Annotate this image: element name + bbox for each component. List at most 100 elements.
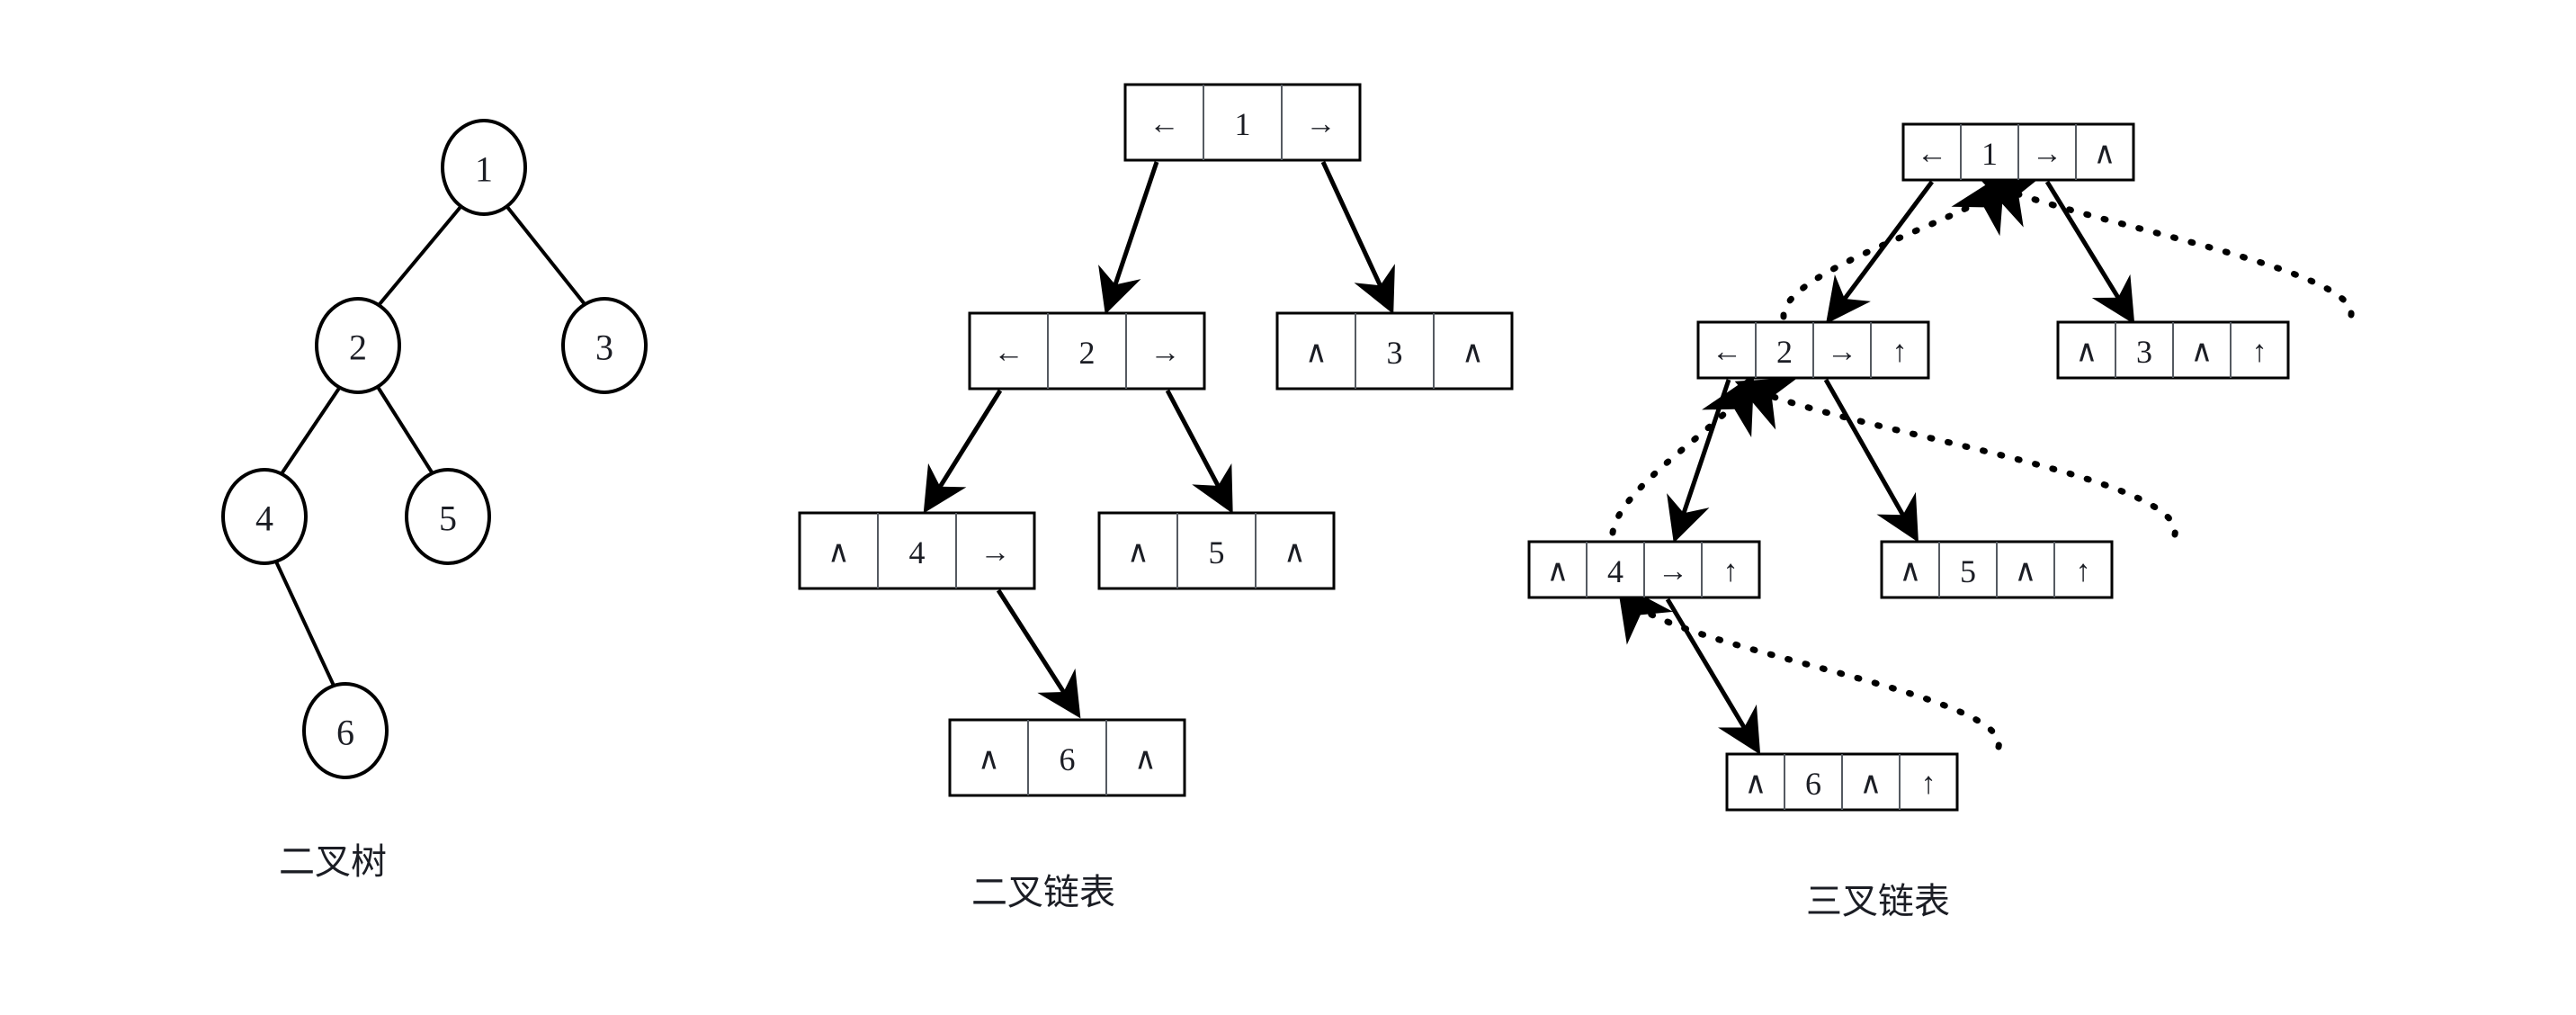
tree-node-circle bbox=[561, 297, 648, 394]
cell-left-pointer: ← bbox=[1149, 108, 1180, 141]
cell-left-pointer: ← bbox=[1917, 138, 1947, 171]
cell-data: 1 bbox=[1235, 106, 1251, 142]
tree-node-label: 5 bbox=[439, 499, 457, 539]
list-node-3[interactable]: ∧ 3 ∧ ↑ bbox=[2056, 320, 2290, 380]
cell-data: 3 bbox=[1387, 335, 1403, 371]
list-node-6[interactable]: ∧ 6 ∧ bbox=[948, 718, 1186, 797]
tree-node-5[interactable]: 5 bbox=[405, 468, 491, 565]
child-pointer-n1-left-to-n2 bbox=[1098, 161, 1159, 315]
panel-trinary-linked-list: ←1→∧←2→↑∧3∧↑∧4→↑∧5∧↑∧6∧↑三叉链表 bbox=[1527, 122, 2355, 921]
cell-right-pointer: ∧ bbox=[1134, 743, 1157, 777]
cell-left-pointer: ∧ bbox=[1305, 337, 1328, 370]
cell-left-pointer: ∧ bbox=[2076, 336, 2098, 369]
list-node-3[interactable]: ∧ 3 ∧ bbox=[1275, 311, 1514, 391]
tree-node-6[interactable]: 6 bbox=[302, 682, 389, 779]
child-pointer-t1-left-to-t2 bbox=[1826, 180, 1935, 325]
list-node-1[interactable]: ← 1 → bbox=[1123, 83, 1362, 162]
list-node-box bbox=[798, 511, 1036, 590]
tree-node-label: 4 bbox=[255, 499, 273, 539]
tree-node-label: 3 bbox=[595, 328, 613, 368]
cell-right-pointer: → bbox=[980, 536, 1011, 570]
list-node-box bbox=[948, 718, 1186, 797]
cell-data: 4 bbox=[909, 534, 926, 570]
cell-right-pointer: ∧ bbox=[1284, 536, 1306, 570]
cell-data: 3 bbox=[2136, 334, 2152, 370]
cell-data: 4 bbox=[1607, 553, 1623, 589]
list-node-1[interactable]: ←1→∧ bbox=[1901, 122, 2135, 182]
list-node-2[interactable]: ←2→↑ bbox=[1696, 320, 1930, 380]
list-node-4[interactable]: ∧ 4 → bbox=[798, 511, 1036, 590]
tree-node-circle bbox=[221, 468, 308, 565]
panel-caption-trinary-linked-list: 三叉链表 bbox=[1806, 882, 1950, 921]
list-node-2[interactable]: ← 2 → bbox=[968, 311, 1206, 391]
cell-right-pointer: → bbox=[1658, 555, 1688, 588]
list-node-box bbox=[1123, 83, 1362, 162]
tree-edge-4-6 bbox=[273, 559, 336, 688]
cell-right-pointer: ∧ bbox=[1860, 768, 1883, 801]
cell-parent-pointer: ↑ bbox=[2252, 336, 2267, 369]
child-pointer-t4-right-to-t6 bbox=[1665, 597, 1761, 755]
child-pointer-n2-left-to-n4 bbox=[923, 389, 1003, 514]
cell-left-pointer: ∧ bbox=[1547, 555, 1570, 588]
cell-left-pointer: ∧ bbox=[1745, 768, 1767, 801]
tree-edge-1-3 bbox=[505, 205, 586, 306]
cell-left-pointer: ← bbox=[1712, 336, 1742, 369]
cell-left-pointer: ∧ bbox=[1900, 555, 1922, 588]
panel-binary-linked-list: ←1→←2→∧3∧∧4→∧5∧∧6∧二叉链表 bbox=[798, 83, 1514, 912]
cell-left-pointer: ∧ bbox=[827, 536, 850, 570]
cell-right-pointer: → bbox=[1306, 108, 1337, 141]
cell-parent-pointer: ↑ bbox=[1921, 768, 1936, 801]
list-node-box bbox=[1097, 511, 1336, 590]
cell-right-pointer: ∧ bbox=[1462, 337, 1484, 370]
cell-right-pointer: → bbox=[1150, 337, 1181, 370]
tree-node-circle bbox=[315, 297, 401, 394]
tree-node-2[interactable]: 2 bbox=[315, 297, 401, 394]
tree-node-3[interactable]: 3 bbox=[561, 297, 648, 394]
child-pointer-t2-left-to-t4 bbox=[1667, 379, 1731, 543]
parent-pointer-t6-parent-to-t4 bbox=[1616, 581, 2002, 750]
list-node-box bbox=[968, 311, 1206, 391]
list-node-box bbox=[1275, 311, 1514, 391]
tree-node-circle bbox=[302, 682, 389, 779]
child-pointer-n2-right-to-n5 bbox=[1165, 389, 1233, 514]
cell-right-pointer: ∧ bbox=[2015, 555, 2037, 588]
list-node-4[interactable]: ∧4→↑ bbox=[1527, 540, 1761, 599]
cell-left-pointer: ← bbox=[994, 337, 1024, 370]
cell-parent-pointer: ↑ bbox=[2076, 555, 2091, 588]
cell-right-pointer: → bbox=[1827, 336, 1857, 369]
tree-node-label: 2 bbox=[349, 328, 367, 368]
cell-right-pointer: → bbox=[2032, 138, 2062, 171]
tree-node-circle bbox=[441, 119, 527, 216]
cell-parent-pointer: ∧ bbox=[2094, 138, 2116, 171]
list-node-5[interactable]: ∧5∧ bbox=[1097, 511, 1336, 590]
tree-node-circle bbox=[405, 468, 491, 565]
tree-node-label: 1 bbox=[475, 149, 493, 190]
cell-data: 2 bbox=[1079, 335, 1096, 371]
tree-edge-2-4 bbox=[279, 385, 342, 477]
child-pointer-n1-right-to-n3 bbox=[1320, 160, 1395, 315]
child-pointer-t1-right-to-t3 bbox=[2044, 180, 2135, 325]
cell-left-pointer: ∧ bbox=[978, 743, 1000, 777]
cell-data: 6 bbox=[1805, 766, 1821, 802]
cell-data: 5 bbox=[1960, 553, 1976, 589]
parent-pointer-t3-parent-to-t1 bbox=[1981, 174, 2355, 319]
list-node-6[interactable]: ∧ 6 ∧ ↑ bbox=[1725, 752, 1959, 812]
tree-edge-2-5 bbox=[376, 385, 435, 477]
cell-data: 6 bbox=[1060, 741, 1076, 777]
tree-edge-1-2 bbox=[378, 205, 462, 306]
tree-node-1[interactable]: 1 bbox=[441, 119, 527, 216]
list-node-5[interactable]: ∧ 5 ∧ ↑ bbox=[1880, 540, 2114, 599]
panel-caption-binary-linked-list: 二叉链表 bbox=[971, 873, 1115, 912]
parent-pointer-t2-parent-to-t1 bbox=[1780, 173, 2005, 320]
cell-data: 2 bbox=[1776, 334, 1793, 370]
parent-pointer-t5-parent-to-t2 bbox=[1734, 377, 2178, 538]
tree-node-label: 6 bbox=[336, 713, 354, 753]
child-pointer-t2-right-to-t5 bbox=[1823, 378, 1919, 543]
tree-node-4[interactable]: 4 bbox=[221, 468, 308, 565]
panel-caption-binary-tree: 二叉树 bbox=[279, 842, 387, 882]
cell-right-pointer: ∧ bbox=[2191, 336, 2214, 369]
panel-binary-tree: 1 2 3 4 5 6 二叉树 bbox=[221, 119, 648, 882]
